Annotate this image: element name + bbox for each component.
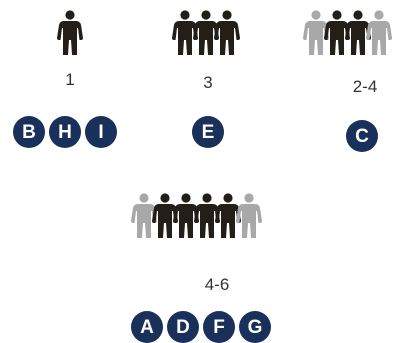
person-icon: [303, 10, 329, 55]
badge-h: H: [49, 116, 81, 148]
figure-row: [57, 10, 83, 56]
badge-i: I: [85, 116, 117, 148]
badge-g: G: [239, 311, 271, 343]
person-icon: [193, 10, 219, 55]
person-icon: [324, 10, 350, 55]
badge-row: C: [346, 120, 378, 152]
person-icon: [214, 10, 240, 55]
group-label: 2-4: [352, 77, 378, 96]
person-icon: [172, 10, 198, 55]
person-icon: [366, 10, 392, 55]
person-icon: [236, 193, 262, 238]
badge-d: D: [167, 311, 199, 343]
badge-a: A: [131, 311, 163, 343]
badge-e: E: [192, 116, 224, 148]
badge-row: E: [192, 116, 224, 148]
figure-row: [172, 10, 240, 56]
badge-f: F: [203, 311, 235, 343]
person-icon: [131, 193, 157, 238]
badge-b: B: [13, 116, 45, 148]
group-label: 1: [65, 70, 75, 89]
group-label: 4-6: [204, 275, 230, 294]
person-icon: [57, 10, 83, 55]
figure-row: [131, 193, 262, 239]
group-label: 3: [203, 73, 213, 92]
person-icon: [173, 193, 199, 238]
badge-c: C: [346, 120, 378, 152]
person-icon: [345, 10, 371, 55]
person-icon: [215, 193, 241, 238]
person-icon: [152, 193, 178, 238]
person-icon: [194, 193, 220, 238]
figure-row: [303, 10, 392, 56]
